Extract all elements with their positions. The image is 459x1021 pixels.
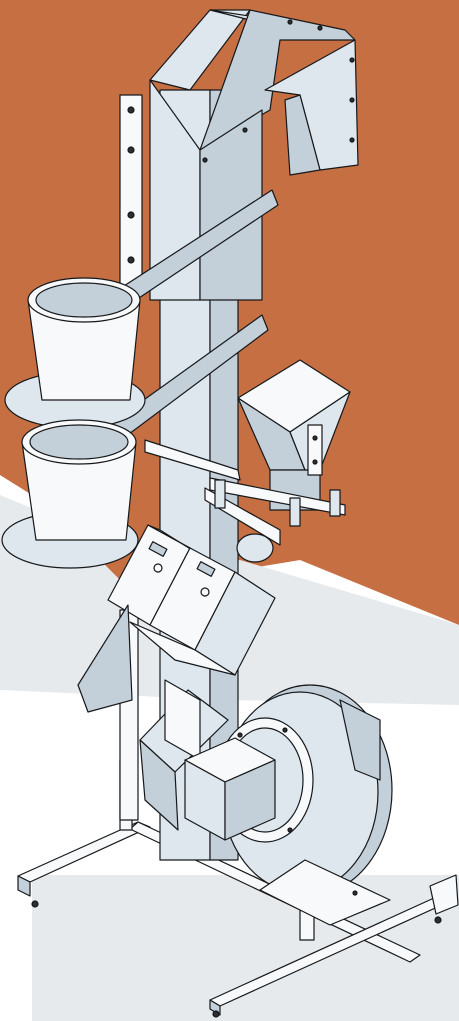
hopper-arm [144, 439, 346, 563]
side-shield [77, 604, 133, 713]
blower-fan [184, 684, 393, 926]
control-panel-tray [129, 571, 276, 676]
lower-bag-holder [1, 419, 139, 569]
upper-bag-holder [4, 277, 146, 429]
control-box-left [107, 524, 201, 626]
feed-hopper [237, 359, 351, 511]
discharge-chute [139, 679, 229, 831]
